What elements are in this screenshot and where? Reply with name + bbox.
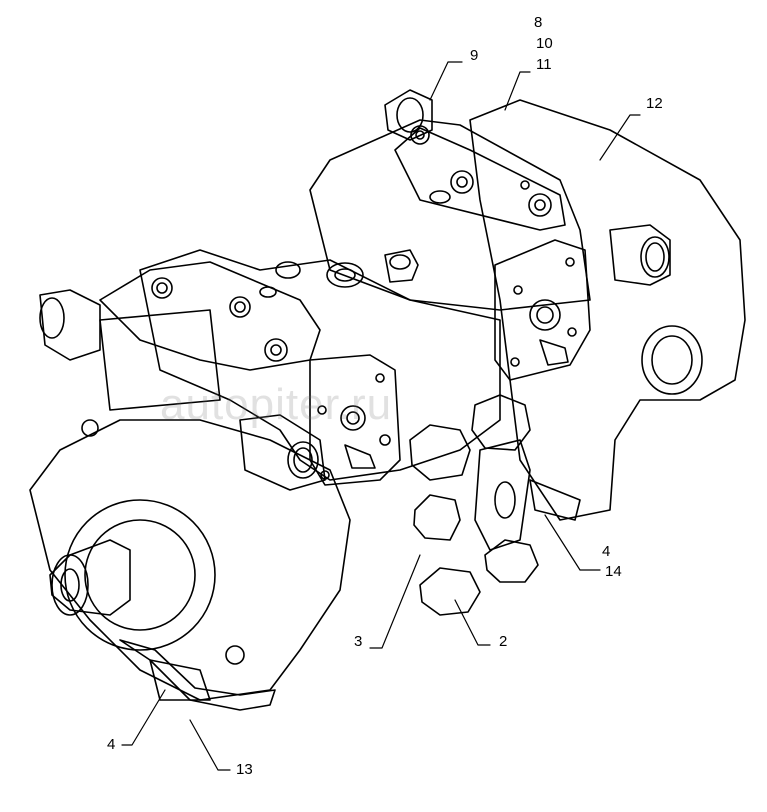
callout-4-bottom: 4 bbox=[107, 736, 116, 753]
solenoid-left bbox=[39, 289, 101, 361]
callout-9: 9 bbox=[470, 47, 479, 64]
control-block bbox=[99, 261, 321, 371]
callout-13: 13 bbox=[236, 761, 253, 778]
watermark: autopiter.ru bbox=[160, 380, 393, 429]
hex-plug-1 bbox=[409, 424, 471, 481]
hex-plug-5 bbox=[484, 539, 539, 583]
rear-fitting bbox=[609, 224, 671, 286]
hex-plug-3 bbox=[413, 494, 461, 541]
manifold-block bbox=[474, 439, 531, 551]
top-fitting bbox=[384, 89, 433, 141]
callout-11: 11 bbox=[536, 56, 552, 73]
callout-2: 2 bbox=[499, 633, 508, 650]
hex-plug-2 bbox=[471, 394, 531, 451]
solenoid-right bbox=[239, 414, 326, 491]
top-housing bbox=[309, 119, 591, 311]
bottom-bracket bbox=[119, 639, 276, 711]
callout-10: 10 bbox=[536, 35, 553, 52]
drive-shaft bbox=[49, 539, 131, 616]
callout-12: 12 bbox=[646, 95, 663, 112]
callout-14: 14 bbox=[605, 563, 622, 580]
rear-housing bbox=[469, 99, 746, 521]
valve-plate bbox=[309, 354, 401, 486]
hex-plug-4 bbox=[419, 567, 481, 616]
right-cover bbox=[494, 239, 591, 381]
front-housing bbox=[29, 419, 351, 701]
callout-3: 3 bbox=[354, 633, 363, 650]
middle-body bbox=[139, 249, 501, 481]
callout-8: 8 bbox=[534, 14, 543, 31]
rear-port bbox=[641, 325, 703, 395]
front-flange bbox=[64, 499, 216, 651]
callout-4-right: 4 bbox=[602, 543, 611, 560]
